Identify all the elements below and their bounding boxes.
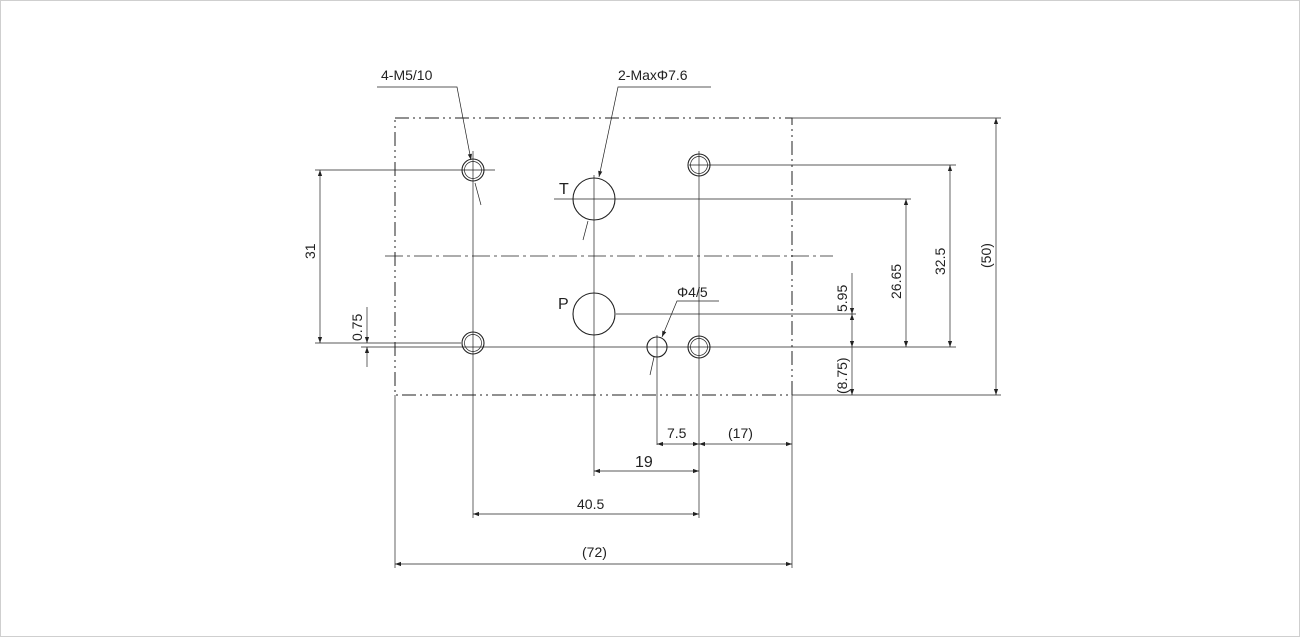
pin-hole-label: Φ4/5 <box>677 284 708 300</box>
port-t-label: T <box>559 181 569 198</box>
dim-72: (72) <box>582 544 607 560</box>
dim-26-65: 26.65 <box>888 264 904 299</box>
plate-outline <box>394 117 793 396</box>
dim-32-5: 32.5 <box>932 248 948 275</box>
dim-7-5: 7.5 <box>667 425 687 441</box>
dim-19: 19 <box>635 454 653 471</box>
dim-50: (50) <box>978 243 994 268</box>
port-p-label: P <box>558 296 569 313</box>
dim-0-75: 0.75 <box>349 314 365 341</box>
dim-17: (17) <box>728 425 753 441</box>
main-ports-label: 2-MaxΦ7.6 <box>618 67 688 83</box>
dim-40-5: 40.5 <box>577 496 604 512</box>
dim-8-75: (8.75) <box>834 357 850 394</box>
thread-holes-label: 4-M5/10 <box>381 67 433 83</box>
dim-31: 31 <box>302 243 318 259</box>
dim-5-95: 5.95 <box>834 285 850 312</box>
